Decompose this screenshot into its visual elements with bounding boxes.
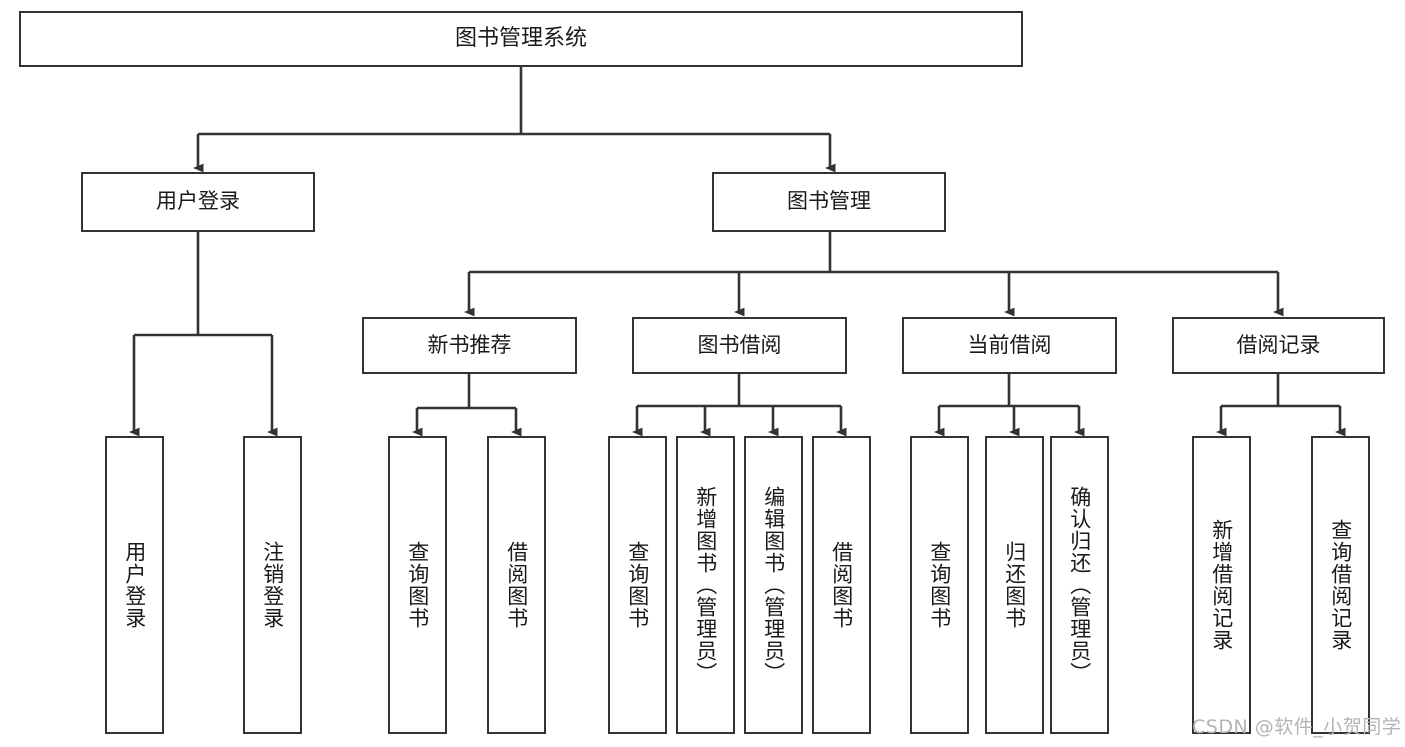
node-label: 借阅图书 (504, 541, 529, 629)
leaf-query-books-borrow[interactable]: 查询图书 (608, 436, 667, 734)
node-label: 图书借阅 (697, 332, 782, 357)
node-label: 借阅图书 (829, 541, 854, 629)
leaf-confirm-return-admin[interactable]: 确认归还（管理员） (1050, 436, 1109, 734)
node-label: 编辑图书（管理员） (761, 486, 786, 684)
node-label: 借阅记录 (1236, 332, 1321, 357)
node-label: 查询借阅记录 (1328, 519, 1353, 651)
leaf-query-books-current[interactable]: 查询图书 (910, 436, 969, 734)
leaf-add-book-admin[interactable]: 新增图书（管理员） (676, 436, 735, 734)
leaf-query-borrow-record[interactable]: 查询借阅记录 (1311, 436, 1370, 734)
node-label: 注销登录 (260, 541, 285, 629)
leaf-borrow-book[interactable]: 借阅图书 (812, 436, 871, 734)
node-label: 查询图书 (625, 541, 650, 629)
node-label: 查询图书 (405, 541, 430, 629)
leaf-borrow-books-recommend[interactable]: 借阅图书 (487, 436, 546, 734)
node-label: 新书推荐 (427, 332, 512, 357)
leaf-add-borrow-record[interactable]: 新增借阅记录 (1192, 436, 1251, 734)
node-label: 当前借阅 (967, 332, 1052, 357)
node-borrow-records[interactable]: 借阅记录 (1172, 317, 1385, 374)
node-new-book-recommend[interactable]: 新书推荐 (362, 317, 577, 374)
watermark-csdn: CSDN @软件_小贺同学 (1192, 716, 1402, 738)
node-label: 确认归还（管理员） (1067, 486, 1092, 684)
leaf-user-logout[interactable]: 注销登录 (243, 436, 302, 734)
leaf-return-book[interactable]: 归还图书 (985, 436, 1044, 734)
leaf-edit-book-admin[interactable]: 编辑图书（管理员） (744, 436, 803, 734)
leaf-query-books-recommend[interactable]: 查询图书 (388, 436, 447, 734)
node-label: 归还图书 (1002, 541, 1027, 629)
node-label: 新增图书（管理员） (693, 486, 718, 684)
node-root-system[interactable]: 图书管理系统 (19, 11, 1023, 67)
node-label: 用户登录 (156, 189, 240, 214)
node-book-borrow[interactable]: 图书借阅 (632, 317, 847, 374)
node-label: 图书管理 (787, 189, 871, 214)
node-label: 用户登录 (122, 541, 147, 629)
node-label: 查询图书 (927, 541, 952, 629)
leaf-user-login[interactable]: 用户登录 (105, 436, 164, 734)
node-label: 新增借阅记录 (1209, 519, 1234, 651)
node-book-management[interactable]: 图书管理 (712, 172, 946, 232)
node-user-login[interactable]: 用户登录 (81, 172, 315, 232)
node-label: 图书管理系统 (454, 25, 587, 51)
node-current-borrow[interactable]: 当前借阅 (902, 317, 1117, 374)
